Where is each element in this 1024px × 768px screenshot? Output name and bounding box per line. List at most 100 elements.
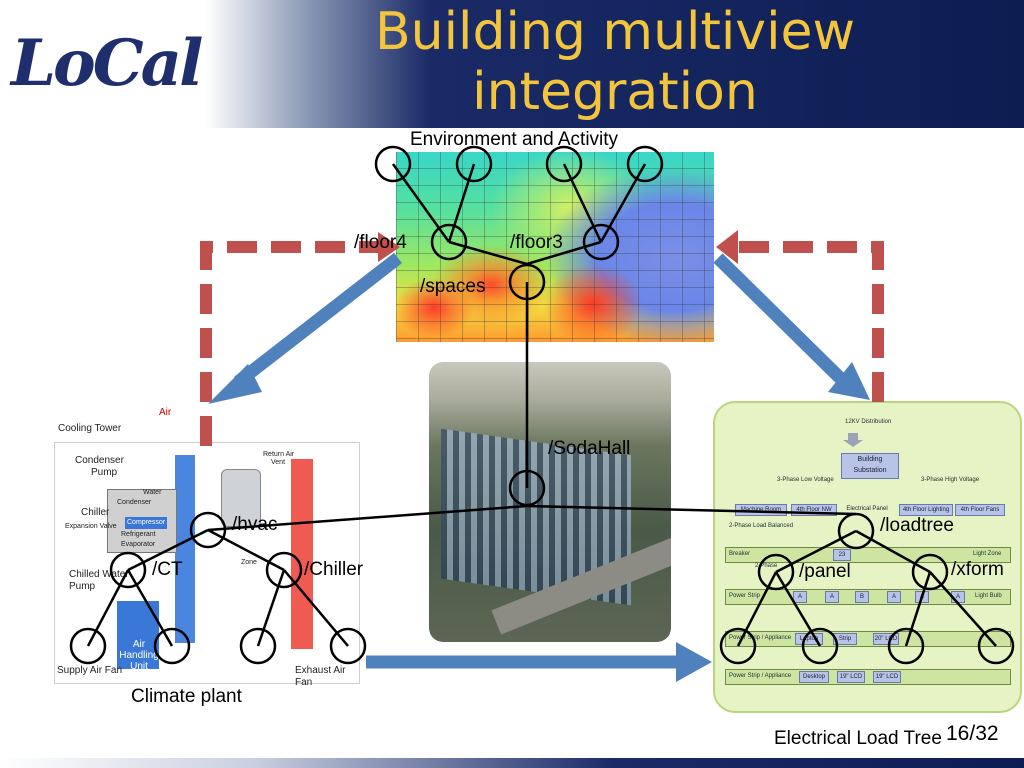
strip-a-box-2: A (825, 591, 839, 603)
exhaust-fan-label: Exhaust Air Fan (295, 665, 346, 688)
node-panel (757, 553, 795, 591)
substation-box: Building Substation (841, 453, 899, 479)
high-voltage-label: 3-Phase High Voltage (921, 477, 980, 483)
breaker-23-box: 23 (833, 549, 851, 561)
node-spaces (508, 263, 546, 301)
env-to-elec-arrowhead-icon (828, 362, 870, 400)
electrical-panel-box: Electrical Panel (846, 506, 888, 512)
panel-label: /panel (799, 561, 851, 582)
left-feedback-arrow (200, 241, 378, 446)
plant-to-elec-arrowhead-icon (676, 642, 712, 682)
light-zone-label: Light Zone (973, 551, 1002, 557)
node-chiller-leaf-1 (239, 627, 277, 665)
cooling-tower-label: Cooling Tower (58, 423, 122, 434)
expansion-valve-label: Expansion Valve (65, 523, 117, 530)
hvac-label: /hvac (232, 514, 278, 535)
soda-hall-photo (429, 362, 671, 642)
zone-label: Zone (241, 559, 257, 566)
ahu-label: Air Handling Unit (119, 639, 159, 672)
nineteen-lcd-box-2: 19" LCD (873, 671, 901, 683)
electrical-load-tree-diagram: 12KV Distribution Building Substation 3-… (713, 401, 1022, 713)
floor4-label: /floor4 (354, 232, 407, 253)
evaporator-label: Evaporator (121, 541, 156, 548)
node-room-4 (626, 145, 664, 183)
strip-box: Strip (833, 633, 857, 645)
left-feedback-arrowhead-icon (378, 232, 400, 262)
title-line-2: integration (472, 62, 758, 122)
power-strip-appliance-label-1: Power Strip / Appliance (729, 635, 792, 641)
two-phase-small-label: 2-Phase (755, 563, 778, 569)
floorplan-grid (396, 152, 714, 342)
env-to-elec-arrow (713, 253, 845, 383)
fourth-floor-lighting-box: 4th Floor Lighting (899, 504, 953, 516)
node-room-2 (455, 145, 493, 183)
breaker-label: Breaker (729, 551, 751, 557)
node-room-1 (374, 145, 412, 183)
mixing-damper (221, 469, 261, 527)
climate-plant-caption: Climate plant (131, 686, 242, 707)
appliance-band-2 (725, 669, 1011, 685)
logo-text: LoCal (11, 26, 203, 101)
node-panel-leaf-1 (719, 627, 757, 665)
compressor-label: Compressor (125, 517, 168, 529)
strip-b-box: B (855, 591, 869, 603)
loadtree-label: /loadtree (880, 515, 954, 536)
node-hvac (189, 511, 227, 549)
condenser-label: Condenser (117, 499, 152, 506)
environment-caption: Environment and Activity (410, 129, 619, 150)
node-sodahall (508, 469, 546, 507)
env-to-plant-arrowhead-icon (208, 364, 262, 404)
electrical-load-tree-caption: Electrical Load Tree (774, 728, 942, 749)
nineteen-lcd-box-1: 19" LCD (837, 671, 865, 683)
return-air-label-2: Vent (271, 459, 286, 466)
tree-nodes (69, 145, 1015, 665)
node-panel-leaf-2 (801, 627, 839, 665)
node-xform-leaf-2 (977, 627, 1015, 665)
chiller-node-label: /Chiller (304, 559, 364, 580)
page-number: 16/32 (946, 722, 999, 745)
slide-title: Building multiview integration (300, 2, 930, 122)
node-ct-leaf-2 (153, 627, 191, 665)
sodahall-label: /SodaHall (548, 438, 631, 459)
return-air-label-1: Return Air (263, 451, 295, 458)
floor3-label: /floor3 (510, 232, 563, 253)
ct-label: /CT (152, 559, 183, 580)
node-chiller (265, 551, 303, 589)
title-line-1: Building multiview (374, 2, 856, 62)
xform-label: /xform (951, 559, 1004, 580)
water-label: Water (143, 489, 162, 496)
footer-bar (0, 758, 1024, 768)
air-label: Air (159, 407, 172, 418)
node-room-3 (545, 145, 583, 183)
right-feedback-arrowhead-icon (716, 230, 738, 264)
node-floor3 (582, 223, 620, 261)
right-feedback-arrow (738, 241, 884, 402)
light-bulb-label: Light Bulb (975, 593, 1002, 599)
env-to-plant-arrow (234, 252, 402, 388)
slide-header: LoCal Building multiview integration (0, 0, 1024, 128)
condenser-pump-label-1: Condenser (75, 455, 124, 466)
environment-heatmap-image (396, 152, 714, 342)
two-phase-label: 2-Phase Load Balanced (729, 523, 794, 529)
low-voltage-label: 3-Phase Low Voltage (777, 477, 834, 483)
supply-fan-label: Supply Air Fan (57, 665, 123, 676)
desktop-box: Desktop (799, 671, 829, 683)
fourth-floor-fans-box: 4th Floor Fans (955, 504, 1005, 516)
strip-a-box-1: A (793, 591, 807, 603)
node-xform (911, 553, 949, 591)
exhaust-duct (291, 459, 313, 649)
chilled-water-pump-label-1: Chilled Water (69, 569, 129, 580)
node-floor4 (430, 223, 468, 261)
refrigerant-label: Refrigerant (121, 531, 156, 538)
supply-duct (175, 455, 195, 643)
node-ct (109, 551, 147, 589)
local-logo: LoCal (5, 20, 203, 108)
node-chiller-leaf-2 (329, 627, 367, 665)
power-strip-label: Power Strip (729, 593, 761, 599)
distribution-label: 12KV Distribution (845, 419, 892, 425)
power-strip-appliance-label-2: Power Strip / Appliance (729, 673, 792, 679)
node-ct-leaf-1 (69, 627, 107, 665)
spaces-label: /spaces (420, 276, 486, 297)
light-a-box-1: A (887, 591, 901, 603)
